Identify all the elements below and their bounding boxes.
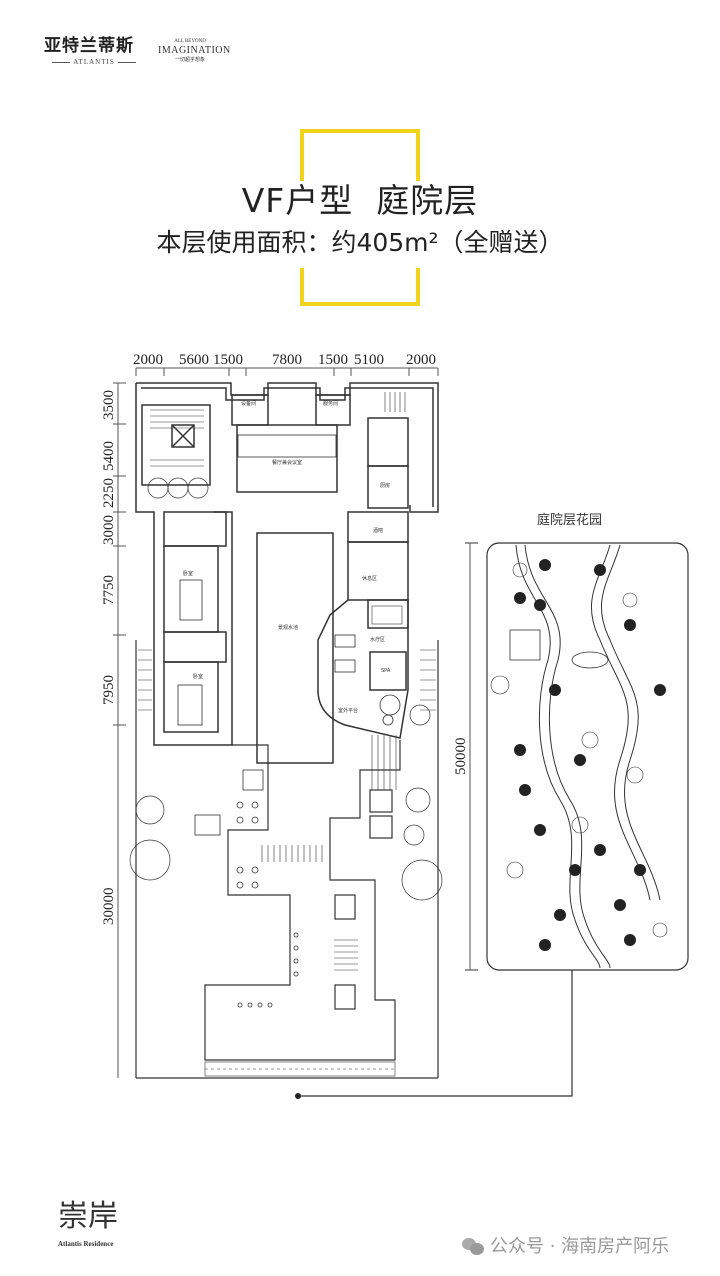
chongan-logo-en: Atlantis Residence <box>58 1240 114 1248</box>
garden-shrubs <box>490 562 668 938</box>
room-label: 餐厅兼会议室 <box>272 459 302 466</box>
dim-left: 3000 <box>101 515 117 545</box>
imagination-cn: 一切超乎想象 <box>174 58 205 63</box>
furniture <box>177 579 401 1008</box>
trees <box>129 477 443 901</box>
page-title: VF户型 庭院层 <box>241 181 479 220</box>
chongan-logo: 崇岸 <box>58 1199 118 1234</box>
room-label: 休息区 <box>362 575 377 582</box>
dim-left: 3500 <box>101 390 117 420</box>
connector-dot <box>295 1093 301 1099</box>
dim-top: 7800 <box>272 352 302 368</box>
room-label: 卧室 <box>193 673 203 680</box>
planting-strip <box>204 1061 396 1077</box>
room-label: 水疗区 <box>370 636 385 643</box>
dim-top: 5100 <box>354 352 384 368</box>
imagination-logo: ALL BEYOND IMAGINATION 一切超乎想象 <box>158 38 231 64</box>
dimension-lines <box>113 367 439 1078</box>
dim-top: 5600 <box>179 352 209 368</box>
room-label: 室外平台 <box>338 707 358 714</box>
room-label: 厨房 <box>380 482 390 489</box>
room-label: 景观水池 <box>278 624 298 631</box>
garden-title: 庭院层花园 <box>537 512 602 528</box>
room-label: 卧室 <box>183 570 193 577</box>
imagination-small: ALL BEYOND <box>174 39 206 44</box>
floor-plan: 2000 5600 1500 7800 1500 5100 2000 3500 … <box>101 352 689 1099</box>
dim-left: 7750 <box>101 575 117 605</box>
dim-top: 2000 <box>133 352 163 368</box>
garden-plan <box>486 542 689 971</box>
atlantis-logo-en: ATLANTIS <box>48 58 140 67</box>
dim-garden: 50000 <box>453 738 469 776</box>
garden-connector-line <box>298 970 573 1097</box>
watermark: 公众号 · 海南房产阿乐 <box>462 1236 669 1258</box>
dim-top: 1500 <box>318 352 348 368</box>
room-label: 服务间 <box>323 400 338 407</box>
watermark-text: 公众号 · 海南房产阿乐 <box>490 1236 670 1257</box>
landscape-pool <box>256 532 334 764</box>
dim-left: 5400 <box>101 441 117 471</box>
garden-trees <box>514 559 666 951</box>
stairs <box>138 392 436 971</box>
dim-left: 7950 <box>101 675 117 705</box>
room-label: 酒吧 <box>373 527 383 534</box>
top-dimensions: 2000 5600 1500 7800 1500 5100 2000 <box>133 352 436 368</box>
courtyard-outline <box>135 640 439 1079</box>
dim-top: 1500 <box>213 352 243 368</box>
dim-left: 2250 <box>101 478 117 508</box>
wechat-icon <box>462 1238 484 1256</box>
imagination-text: IMAGINATION <box>158 45 231 56</box>
atlantis-logo-cn: 亚特兰蒂斯 <box>44 36 134 56</box>
room-label: SPA <box>381 668 391 674</box>
left-dimensions: 3500 5400 2250 3000 7750 7950 30000 <box>101 390 117 925</box>
room-label: 设备间 <box>241 400 256 407</box>
dim-top: 2000 <box>406 352 436 368</box>
dim-left: 30000 <box>101 888 117 926</box>
area-subtitle: 本层使用面积：约405m²（全赠送） <box>156 228 564 257</box>
building-walls <box>135 382 439 764</box>
